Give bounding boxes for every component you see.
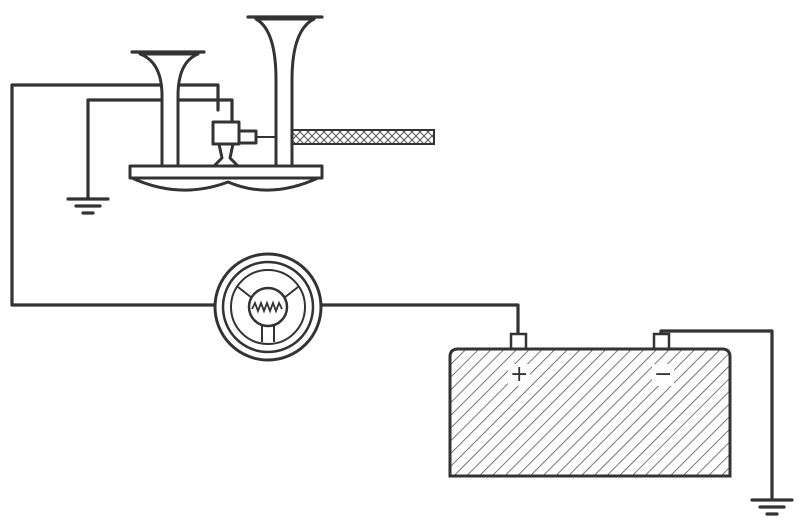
horn-button-coil xyxy=(251,300,283,314)
battery-positive-label: + xyxy=(508,362,531,387)
right-trumpet-horn xyxy=(246,15,324,168)
battery-negative-label: − xyxy=(652,362,675,387)
horn-base xyxy=(128,164,324,192)
battery-negative-terminal xyxy=(652,332,671,351)
horn-ground-symbol xyxy=(66,197,110,215)
wire-horn-ground xyxy=(86,98,234,199)
battery-ground-symbol xyxy=(750,498,794,516)
left-trumpet-horn xyxy=(130,50,206,168)
horn-relay-valve xyxy=(211,120,258,168)
wire-switch-to-battery xyxy=(320,303,520,337)
battery xyxy=(448,332,732,478)
air-hose xyxy=(291,129,435,145)
wire-horn-to-switch xyxy=(10,83,220,307)
steering-wheel-horn-switch[interactable] xyxy=(213,252,323,362)
battery-positive-terminal xyxy=(509,332,528,351)
